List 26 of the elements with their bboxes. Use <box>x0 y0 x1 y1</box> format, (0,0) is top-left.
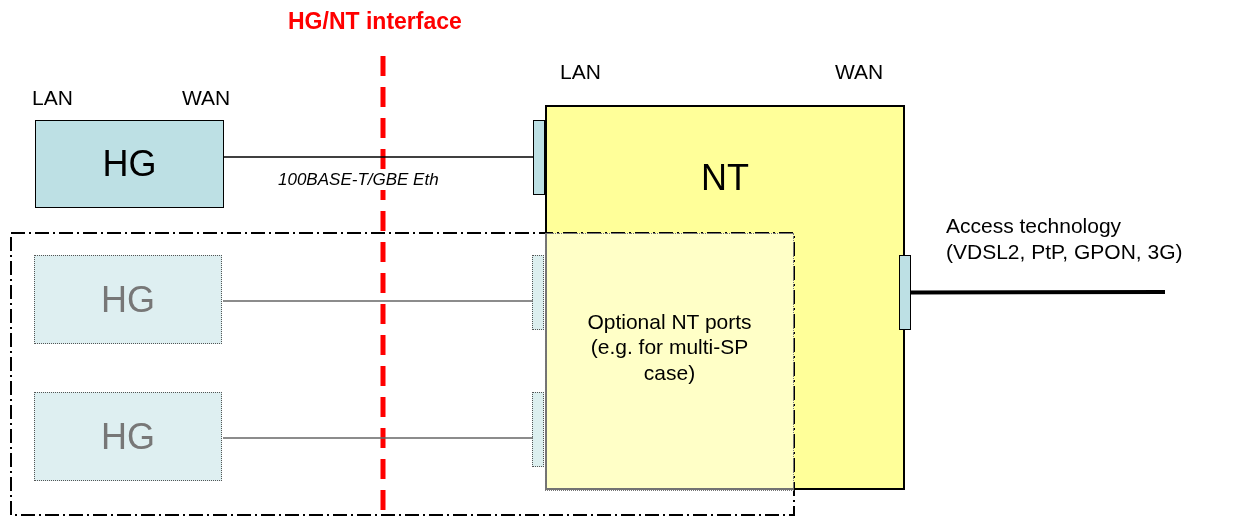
optional-group-frame <box>10 232 795 516</box>
device-name: NT <box>701 156 749 199</box>
port-box <box>533 120 545 195</box>
connector-line <box>911 290 1165 295</box>
port-box <box>532 392 544 467</box>
device-name: HG <box>102 143 157 185</box>
interface-title: HG/NT interface <box>288 8 462 35</box>
connector-line <box>223 156 534 158</box>
port-label: WAN <box>182 86 231 110</box>
nt-box <box>545 105 905 490</box>
port-box <box>899 255 911 330</box>
connector-line <box>222 437 534 439</box>
port-label: WAN <box>835 60 884 84</box>
edge-label: 100BASE-T/GBE Eth <box>276 170 441 190</box>
device-name: HG <box>101 415 155 458</box>
access-technology-label: Access technology (VDSL2, PtP, GPON, 3G) <box>946 213 1184 266</box>
optional-ports-area <box>545 233 794 491</box>
hg-box <box>34 255 222 344</box>
hg-box <box>34 392 222 481</box>
port-box <box>532 255 544 330</box>
note-text: Optional NT ports (e.g. for multi-SP case) <box>586 309 753 385</box>
port-label: LAN <box>560 60 601 84</box>
device-name: HG <box>101 278 155 321</box>
connector-line <box>222 300 534 302</box>
hg-box <box>35 120 224 208</box>
port-label: LAN <box>32 86 73 110</box>
